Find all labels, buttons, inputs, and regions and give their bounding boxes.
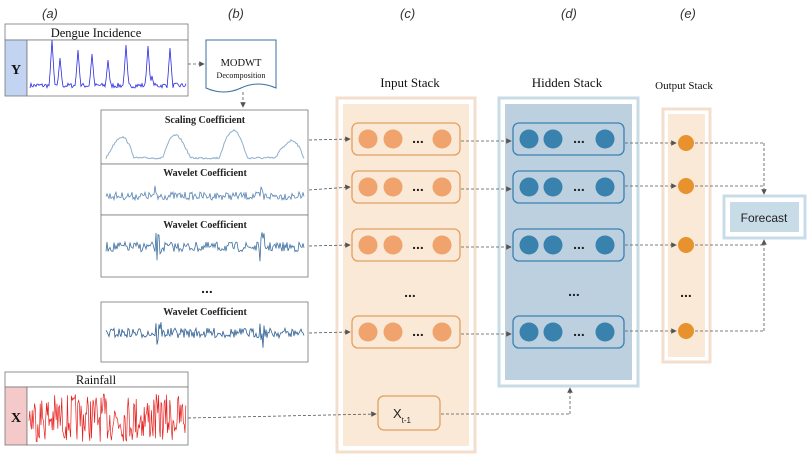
hidden-node <box>595 235 615 255</box>
panel-label-b: (b) <box>228 6 244 21</box>
output-stack-dots: ... <box>680 284 692 300</box>
forecast-box: Forecast <box>722 194 807 240</box>
panel-label-e: (e) <box>680 6 696 21</box>
hidden-node <box>519 177 539 197</box>
input-row-2 <box>351 228 461 262</box>
connectors <box>187 136 767 419</box>
coef-to-input-arrow <box>308 136 351 142</box>
input-node <box>383 322 403 342</box>
coef-scaling: Scaling Coefficient <box>100 109 309 165</box>
wavelet-coef-series-2 <box>105 232 305 262</box>
input-row-0 <box>351 122 461 156</box>
lag-sub: t-1 <box>402 416 412 425</box>
input-node <box>383 235 403 255</box>
input-node <box>358 322 378 342</box>
coef-to-input-arrow <box>308 184 351 191</box>
hidden-row-dots: ... <box>573 323 585 339</box>
coef-title-wavelet-1: Wavelet Coefficient <box>163 168 247 179</box>
rainfall-var-label: X <box>11 411 21 426</box>
coef-title-scaling: Scaling Coefficient <box>165 115 246 126</box>
coef-wavelet-2: Wavelet Coefficient <box>100 214 309 278</box>
hidden-row-1 <box>512 170 625 204</box>
hidden-node <box>543 177 563 197</box>
hidden-node <box>543 235 563 255</box>
coef-to-input-arrow <box>308 329 351 335</box>
input-row-3 <box>351 315 461 349</box>
input-row-dots: ... <box>412 178 424 194</box>
modwt-line2: Decomposition <box>217 71 266 80</box>
coef-title-wavelet-3: Wavelet Coefficient <box>163 307 247 318</box>
hidden-stack-title: Hidden Stack <box>532 75 603 90</box>
hidden-node <box>595 129 615 149</box>
coef-wavelet-3: Wavelet Coefficient <box>100 301 309 363</box>
panel-label-d: (d) <box>561 6 577 21</box>
input-node <box>358 129 378 149</box>
dengue-series <box>29 39 187 90</box>
hidden-row-2 <box>512 228 625 262</box>
input-node <box>432 177 452 197</box>
rainfall-series <box>28 393 187 443</box>
hidden-row-dots: ... <box>573 236 585 252</box>
hidden-node <box>519 322 539 342</box>
hidden-node <box>519 129 539 149</box>
input-stack-dots: ... <box>404 284 416 300</box>
wavelet-coef-series-1 <box>105 185 305 202</box>
input-node <box>358 235 378 255</box>
rainfall-panel: Rainfall X <box>4 371 189 446</box>
rainfall-to-lag-arrow <box>187 411 377 419</box>
input-node <box>432 129 452 149</box>
coef-title-wavelet-2: Wavelet Coefficient <box>163 220 247 231</box>
input-node <box>358 177 378 197</box>
modwt-line1: MODWT <box>221 58 262 69</box>
coef-to-input-arrow <box>308 242 351 248</box>
input-node <box>432 235 452 255</box>
hidden-stack-dots: ... <box>568 283 580 299</box>
input-node <box>432 322 452 342</box>
wavelet-coef-series-3 <box>105 322 305 348</box>
input-stack-title: Input Stack <box>380 75 440 90</box>
input-row-dots: ... <box>412 130 424 146</box>
output-node <box>678 323 694 339</box>
output-node <box>678 178 694 194</box>
input-node <box>383 129 403 149</box>
output-stack: Output Stack ... <box>655 80 713 364</box>
output-node <box>678 237 694 253</box>
dengue-panel: Dengue Incidence Y <box>4 23 189 97</box>
hidden-node <box>519 235 539 255</box>
dengue-var-label: Y <box>11 63 21 78</box>
hidden-node <box>595 177 615 197</box>
input-node <box>383 177 403 197</box>
panel-label-a: (a) <box>42 6 58 21</box>
lag-input-box <box>377 395 441 431</box>
input-row-dots: ... <box>412 236 424 252</box>
input-row-1 <box>351 170 461 204</box>
hidden-node <box>543 322 563 342</box>
input-stack: Input Stack ............ ... Xt-1 <box>335 75 477 454</box>
hidden-row-3 <box>512 315 625 349</box>
output-node <box>678 135 694 151</box>
lag-main: X <box>393 406 402 421</box>
hidden-node <box>543 129 563 149</box>
hidden-stack: Hidden Stack ............ ... <box>497 75 640 388</box>
hidden-node <box>595 322 615 342</box>
scaling-coef-series <box>105 129 305 160</box>
hidden-row-dots: ... <box>573 130 585 146</box>
forecast-label: Forecast <box>741 211 788 225</box>
modwt-box: MODWT Decomposition <box>205 39 277 93</box>
coef-dots: ... <box>201 280 213 296</box>
coef-wavelet-1: Wavelet Coefficient <box>100 163 309 216</box>
input-row-dots: ... <box>412 323 424 339</box>
rainfall-title: Rainfall <box>76 373 117 387</box>
dengue-title: Dengue Incidence <box>51 26 142 40</box>
lag-input-label: Xt-1 <box>393 406 412 425</box>
output-stack-title: Output Stack <box>655 80 713 92</box>
hidden-row-0 <box>512 122 625 156</box>
panel-label-c: (c) <box>400 6 415 21</box>
hidden-row-dots: ... <box>573 178 585 194</box>
